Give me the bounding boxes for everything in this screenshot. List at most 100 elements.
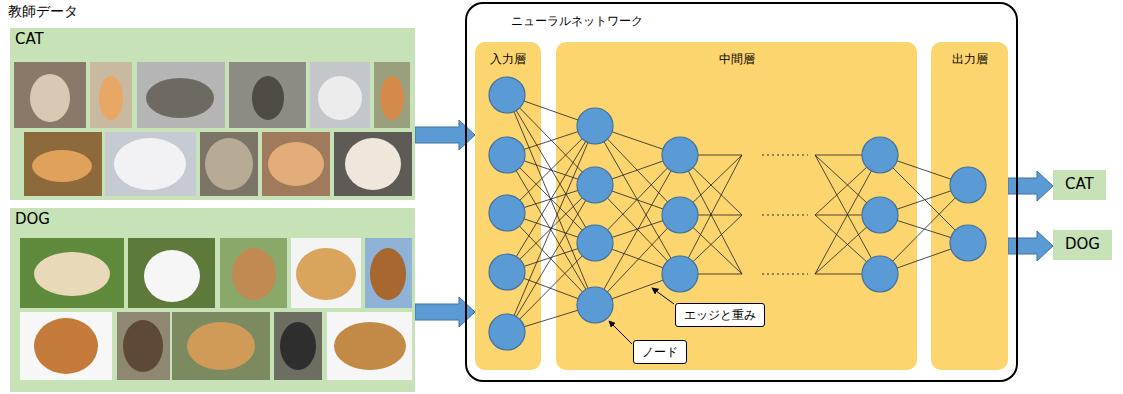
network-edges — [507, 95, 968, 332]
node-text: 出力層 — [931, 52, 1008, 66]
network-edge — [507, 272, 595, 305]
network-edge — [507, 243, 595, 272]
network-edge — [507, 95, 595, 243]
node-text: 入力層 — [475, 52, 541, 66]
network-edge — [595, 126, 680, 155]
network-edge — [595, 155, 680, 185]
neuron-circle — [489, 77, 525, 113]
callout-box: ノード — [633, 340, 687, 364]
neuron-circle — [862, 256, 898, 292]
network-edge — [680, 215, 742, 274]
dog-photos — [20, 238, 412, 380]
network-edge — [507, 243, 595, 332]
neuron-circle — [862, 197, 898, 233]
network-edge — [507, 126, 595, 332]
network-edge — [815, 155, 880, 274]
network-edge — [507, 126, 595, 155]
neuron-circle — [489, 254, 525, 290]
network-frame: ニューラルネットワーク入力層 中間層エッジと重みノード 出力層 — [465, 2, 1018, 382]
network-edge — [680, 155, 742, 215]
network-edge — [595, 185, 680, 215]
neuron-circle — [662, 137, 698, 173]
network-edge — [507, 213, 595, 243]
heading-label: 教師データ — [8, 3, 78, 21]
node-text: CAT — [1065, 175, 1094, 193]
network-edge — [595, 126, 680, 274]
network-edge — [815, 155, 880, 156]
node-text: CAT — [15, 30, 410, 48]
network-edge — [680, 215, 742, 274]
layer-panel: 出力層 — [931, 42, 1008, 370]
network-edge — [880, 185, 968, 274]
neuron-circle — [862, 137, 898, 173]
network-edge — [595, 155, 680, 243]
network-edge — [880, 215, 968, 243]
network-edge — [815, 215, 880, 274]
network-edge — [680, 274, 742, 275]
neuron-circle — [577, 225, 613, 261]
network-edge — [815, 155, 880, 215]
network-edge — [595, 243, 680, 274]
network-edge — [680, 155, 742, 274]
neuron-circle — [489, 137, 525, 173]
network-edge — [507, 95, 595, 126]
node-text: ノード — [642, 345, 678, 359]
network-edge — [507, 95, 595, 185]
neuron-circle — [577, 167, 613, 203]
block-arrow — [1008, 171, 1053, 201]
output-box: CAT — [1053, 170, 1106, 200]
neuron-circle — [489, 195, 525, 231]
network-edge — [815, 215, 880, 216]
neuron-circle — [662, 197, 698, 233]
network-edge — [880, 185, 968, 215]
network-edge — [595, 126, 680, 215]
layer-panel: 入力層 — [475, 42, 541, 370]
output-box: DOG — [1053, 230, 1112, 260]
training-panel: DOG — [10, 208, 415, 392]
ellipsis-lines — [762, 155, 808, 274]
network-edge — [880, 243, 968, 274]
network-edge — [595, 155, 680, 305]
network-edge — [815, 274, 880, 275]
network-edge — [507, 155, 595, 243]
neuron-circle — [662, 256, 698, 292]
network-edge — [880, 155, 968, 243]
network-edge — [507, 126, 595, 272]
neuron-circle — [577, 108, 613, 144]
network-edge — [507, 185, 595, 332]
network-edge — [507, 185, 595, 272]
leader-line — [609, 321, 632, 344]
network-edge — [880, 155, 968, 185]
network-edge — [595, 185, 680, 274]
neuron-circle — [950, 167, 986, 203]
cat-photos — [14, 62, 412, 196]
node-text: DOG — [15, 210, 410, 228]
callout-box: エッジと重み — [675, 303, 765, 327]
network-edge — [595, 215, 680, 243]
network-edge — [680, 155, 742, 274]
network-edge — [680, 155, 742, 215]
network-edge — [595, 274, 680, 305]
network-edge — [507, 185, 595, 213]
network-edge — [595, 215, 680, 305]
neuron-circle — [489, 314, 525, 350]
node-text: エッジと重み — [684, 308, 756, 322]
node-text: ニューラルネットワーク — [511, 14, 1016, 28]
network-edge — [507, 213, 595, 305]
block-arrow — [1008, 231, 1053, 261]
network-edge — [507, 155, 595, 305]
network-edge — [507, 126, 595, 213]
neuron-circle — [950, 225, 986, 261]
node-text: DOG — [1065, 235, 1100, 253]
network-edge — [507, 155, 595, 185]
network-edge — [680, 155, 742, 156]
leader-line — [652, 288, 674, 304]
network-edge — [815, 155, 880, 215]
network-edge — [680, 215, 742, 216]
node-text: 中間層 — [556, 52, 917, 66]
neuron-circle — [577, 287, 613, 323]
network-edge — [815, 155, 880, 274]
network-edge — [507, 95, 595, 305]
